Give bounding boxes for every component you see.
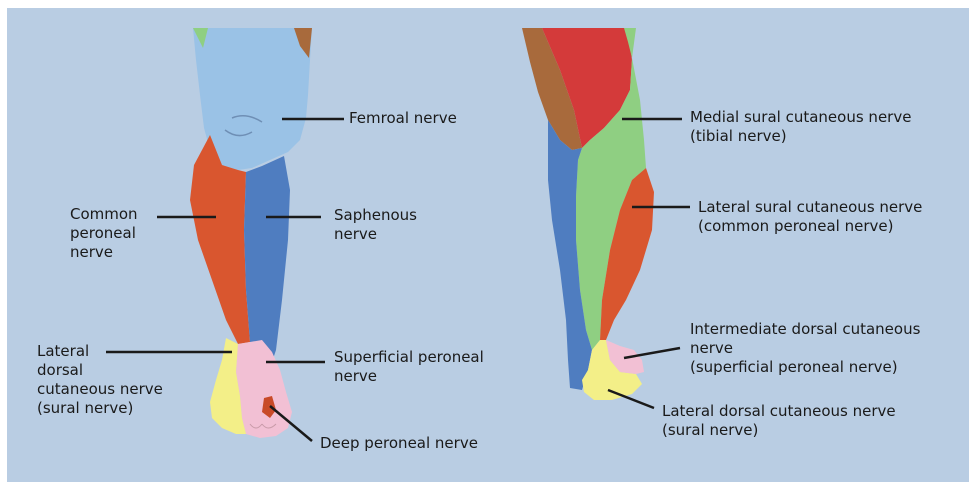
label-lateral-dorsal-cutaneous-left: Lateral dorsal cutaneous nerve (sural ne… bbox=[37, 342, 163, 418]
label-lateral-dorsal-cutaneous-right: Lateral dorsal cutaneous nerve (sural ne… bbox=[662, 402, 896, 440]
label-medial-sural-cutaneous-nerve: Medial sural cutaneous nerve (tibial ner… bbox=[690, 108, 911, 146]
posterior-leg bbox=[522, 28, 654, 400]
label-lateral-sural-cutaneous-nerve: Lateral sural cutaneous nerve (common pe… bbox=[698, 198, 922, 236]
label-saphenous-nerve: Saphenous nerve bbox=[334, 206, 417, 244]
label-intermediate-dorsal-cutaneous-nerve: Intermediate dorsal cutaneous nerve (sup… bbox=[690, 320, 920, 377]
anterior-leg bbox=[190, 28, 312, 438]
label-femoral-nerve: Femroal nerve bbox=[349, 109, 457, 128]
saphenous-region bbox=[244, 156, 290, 368]
label-common-peroneal-nerve: Common peroneal nerve bbox=[70, 205, 138, 262]
superficial-peroneal-region bbox=[236, 340, 292, 438]
label-superficial-peroneal-nerve: Superficial peroneal nerve bbox=[334, 348, 484, 386]
label-deep-peroneal-nerve: Deep peroneal nerve bbox=[320, 434, 478, 453]
